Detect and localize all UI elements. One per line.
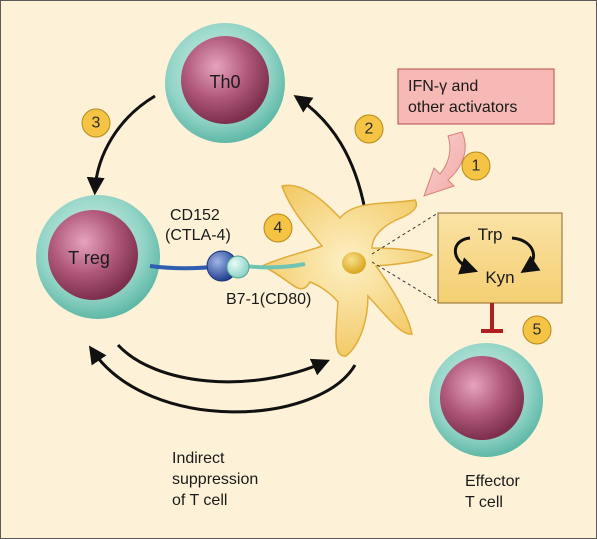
effector-line1: Effector: [465, 473, 521, 490]
treg-cell: T reg: [36, 195, 160, 319]
th0-label: Th0: [209, 72, 240, 92]
treg-label: T reg: [68, 248, 110, 268]
th0-nucleus: [181, 36, 269, 124]
effector-line2: T cell: [465, 494, 503, 511]
arrow-treg-to-dc: [116, 343, 330, 384]
cd152-label: CD152: [170, 207, 220, 224]
activators-box-bg: [397, 68, 555, 125]
treg-nucleus: [48, 210, 138, 300]
step-badge-5-text: 5: [533, 322, 542, 339]
th0-cell: Th0: [165, 23, 285, 143]
projection-line-top: [371, 212, 439, 255]
b7-label: B7-1(CD80): [226, 291, 311, 308]
trp-kyn-box: Trp Kyn: [437, 212, 563, 304]
indirect-line1: Indirect: [172, 450, 225, 467]
effector-nucleus: [440, 356, 524, 440]
step-badge-3: 3: [81, 108, 111, 138]
arrow-th0-to-treg: [86, 94, 156, 196]
metabolism-box-bg: [437, 212, 563, 304]
step-badge-4-circle: [263, 213, 293, 243]
indirect-line2: suppression: [172, 471, 258, 488]
projection-line-bottom: [371, 261, 439, 303]
dendritic-cell-nucleus: [342, 252, 366, 274]
step-badge-1-text: 1: [472, 158, 481, 175]
step-badge-3-text: 3: [92, 115, 101, 132]
step-badge-3-circle: [81, 108, 111, 138]
indirect-line3: of T cell: [172, 492, 227, 509]
step-badge-2: 2: [354, 114, 384, 144]
b7-ligand-icon: [226, 255, 250, 279]
trp-label: Trp: [478, 225, 503, 244]
step-badge-2-text: 2: [365, 121, 374, 138]
arrow-dc-to-th0: [293, 94, 367, 211]
step-badge-4: 4: [263, 213, 293, 243]
step-badge-1-circle: [461, 151, 491, 181]
step-badge-5-circle: [522, 315, 552, 345]
trp-to-kyn-arrow-right: [511, 236, 541, 274]
effector-cell: [429, 343, 543, 457]
kyn-label: Kyn: [485, 268, 514, 287]
ctla4-b7-interaction: [149, 250, 306, 282]
activators-box: IFN-γ and other activators: [397, 68, 555, 125]
activators-line1: IFN-γ and: [408, 78, 478, 95]
step-badge-1: 1: [461, 151, 491, 181]
step-badge-2-circle: [354, 114, 384, 144]
ctla4-label: (CTLA-4): [165, 227, 231, 244]
arrow-dc-to-treg: [88, 345, 357, 414]
step-badge-4-text: 4: [274, 220, 283, 237]
kyn-inhibition: [481, 303, 503, 333]
trp-to-kyn-arrow-left: [453, 236, 479, 275]
dendritic-cell: [260, 184, 434, 357]
activators-line2: other activators: [408, 99, 517, 116]
step-badge-5: 5: [522, 315, 552, 345]
activation-arrow: [423, 131, 466, 197]
